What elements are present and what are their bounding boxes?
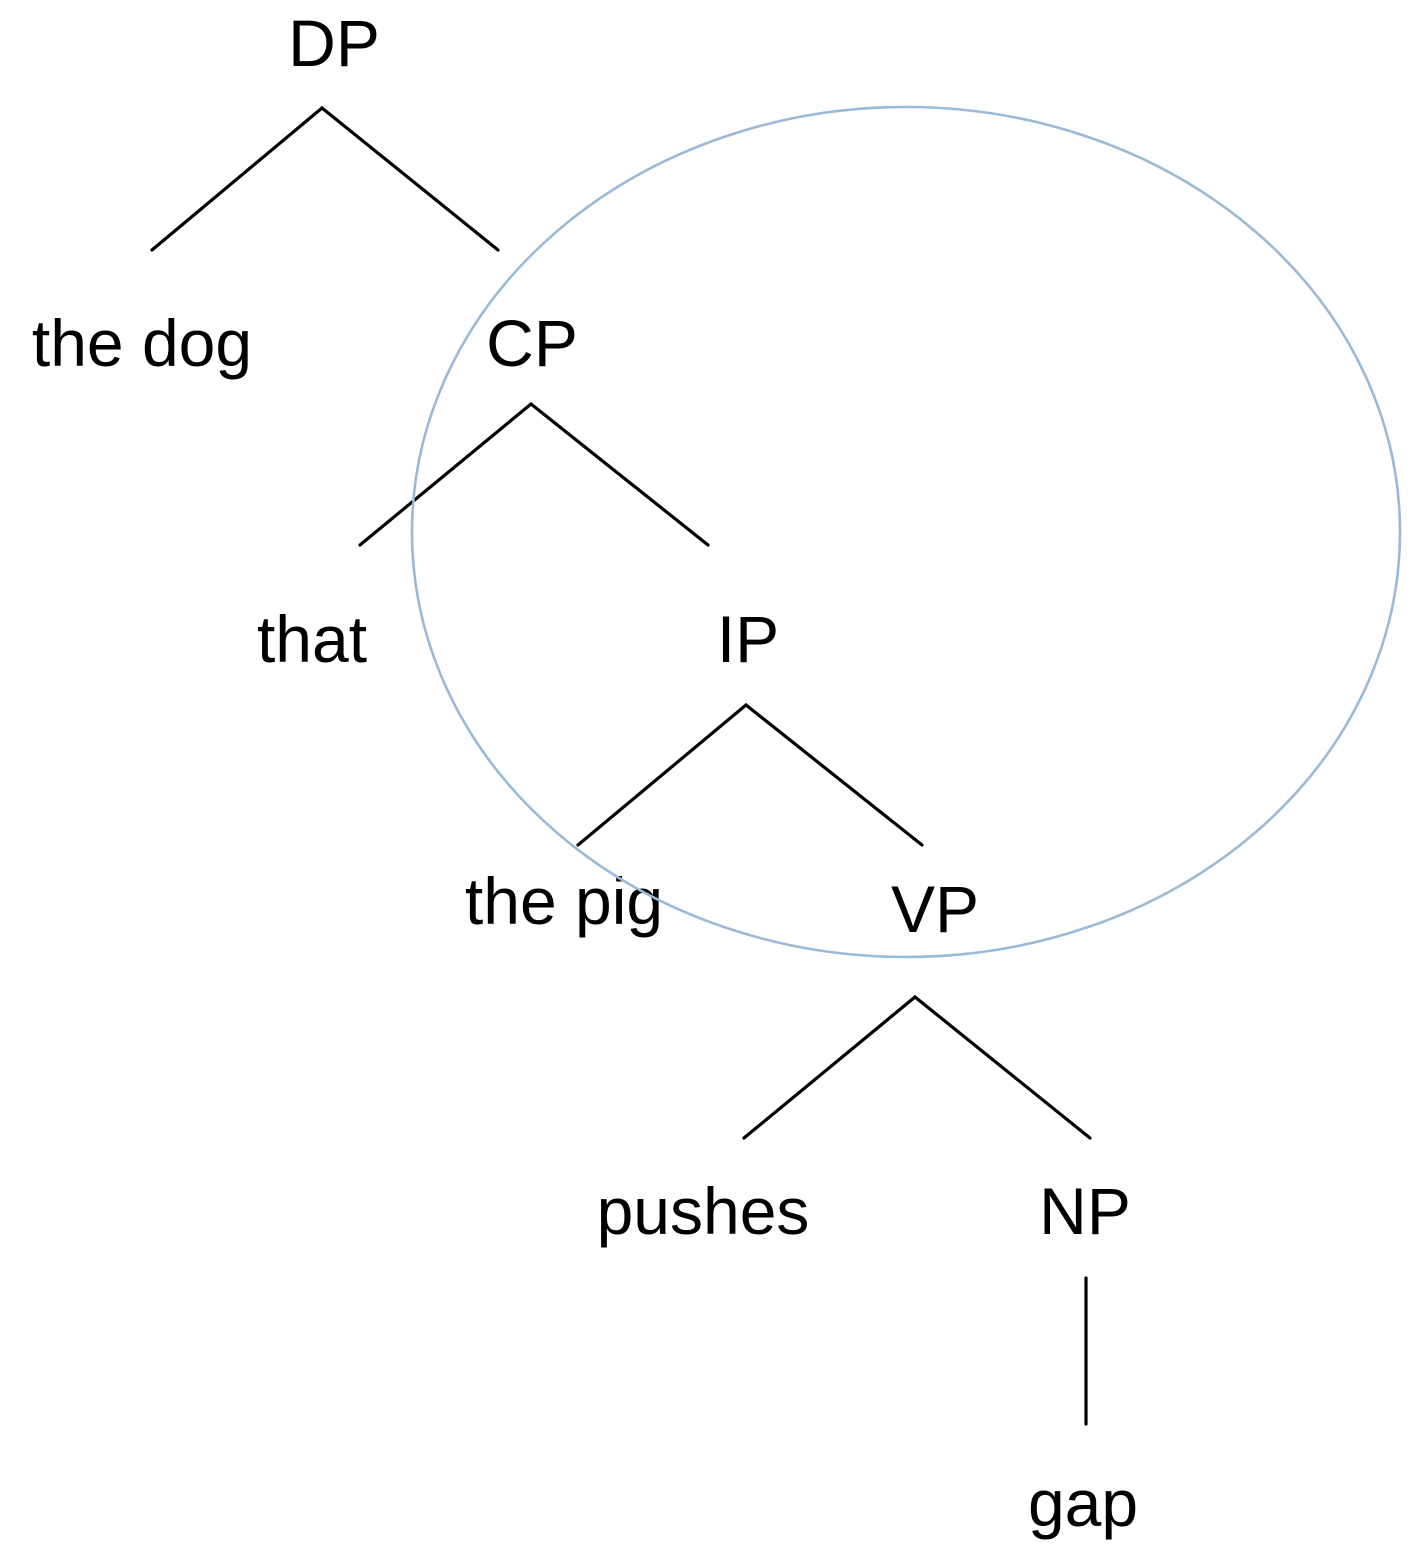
node-ip: IP (717, 602, 779, 676)
branch-cp-ip (529, 402, 710, 547)
cp-highlight-ellipse (410, 105, 1402, 959)
node-dp: DP (288, 6, 380, 80)
node-pushes: pushes (597, 1174, 810, 1248)
node-the-dog: the dog (32, 306, 252, 380)
node-vp: VP (891, 872, 979, 946)
branch-cp-that (358, 402, 533, 547)
branch-dp-the-dog (150, 106, 324, 252)
node-np: NP (1039, 1174, 1131, 1248)
branch-ip-the-pig (576, 703, 748, 847)
tree-branches (150, 106, 1092, 1426)
node-that: that (257, 602, 367, 676)
node-the-pig: the pig (465, 864, 663, 938)
node-cp: CP (486, 306, 578, 380)
tree-node-labels: DP the dog CP that IP the pig VP pushes … (32, 6, 1138, 1540)
branch-dp-cp (320, 106, 500, 252)
node-gap: gap (1028, 1466, 1138, 1540)
branch-vp-np (913, 995, 1092, 1140)
branch-ip-vp (744, 703, 924, 847)
branch-vp-pushes (742, 995, 917, 1140)
